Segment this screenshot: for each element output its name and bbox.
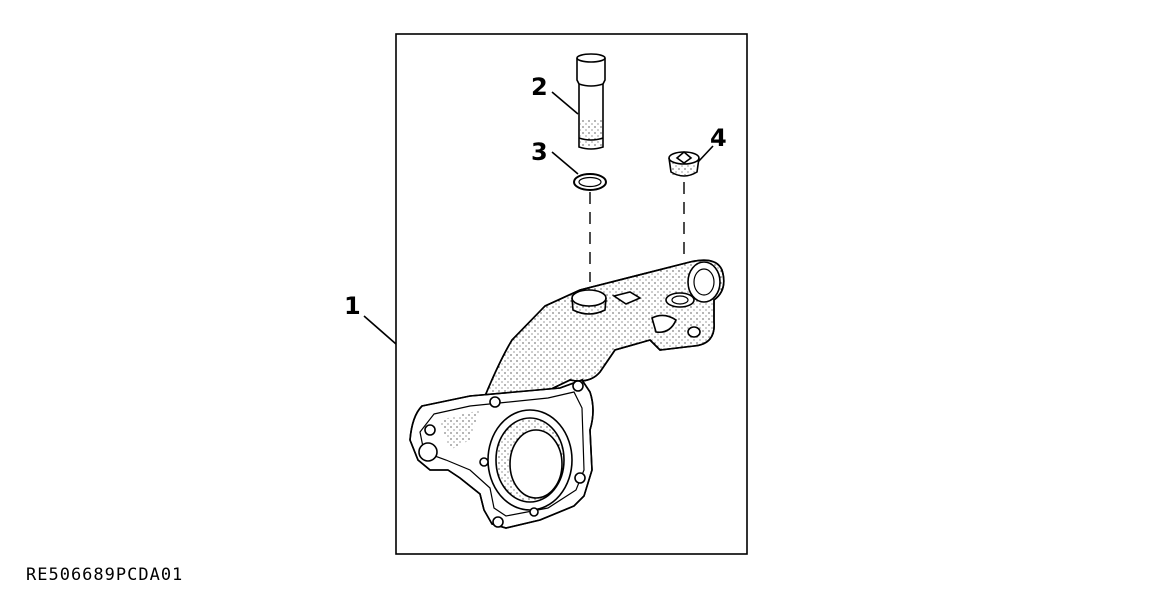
- part-1-housing: [409, 259, 725, 529]
- leader-lines: [363, 91, 714, 345]
- callout-2: 2: [531, 73, 548, 101]
- part-4-plug: [668, 150, 700, 177]
- part-3-o-ring: [573, 173, 607, 191]
- callout-4: 4: [710, 124, 727, 152]
- figure-code: RE506689PCDA01: [26, 565, 183, 585]
- callout-1: 1: [344, 292, 361, 320]
- callout-3: 3: [531, 138, 548, 166]
- part-2-tube: [576, 53, 606, 150]
- alignment-lines: [589, 182, 685, 282]
- diagram-frame: [395, 33, 748, 555]
